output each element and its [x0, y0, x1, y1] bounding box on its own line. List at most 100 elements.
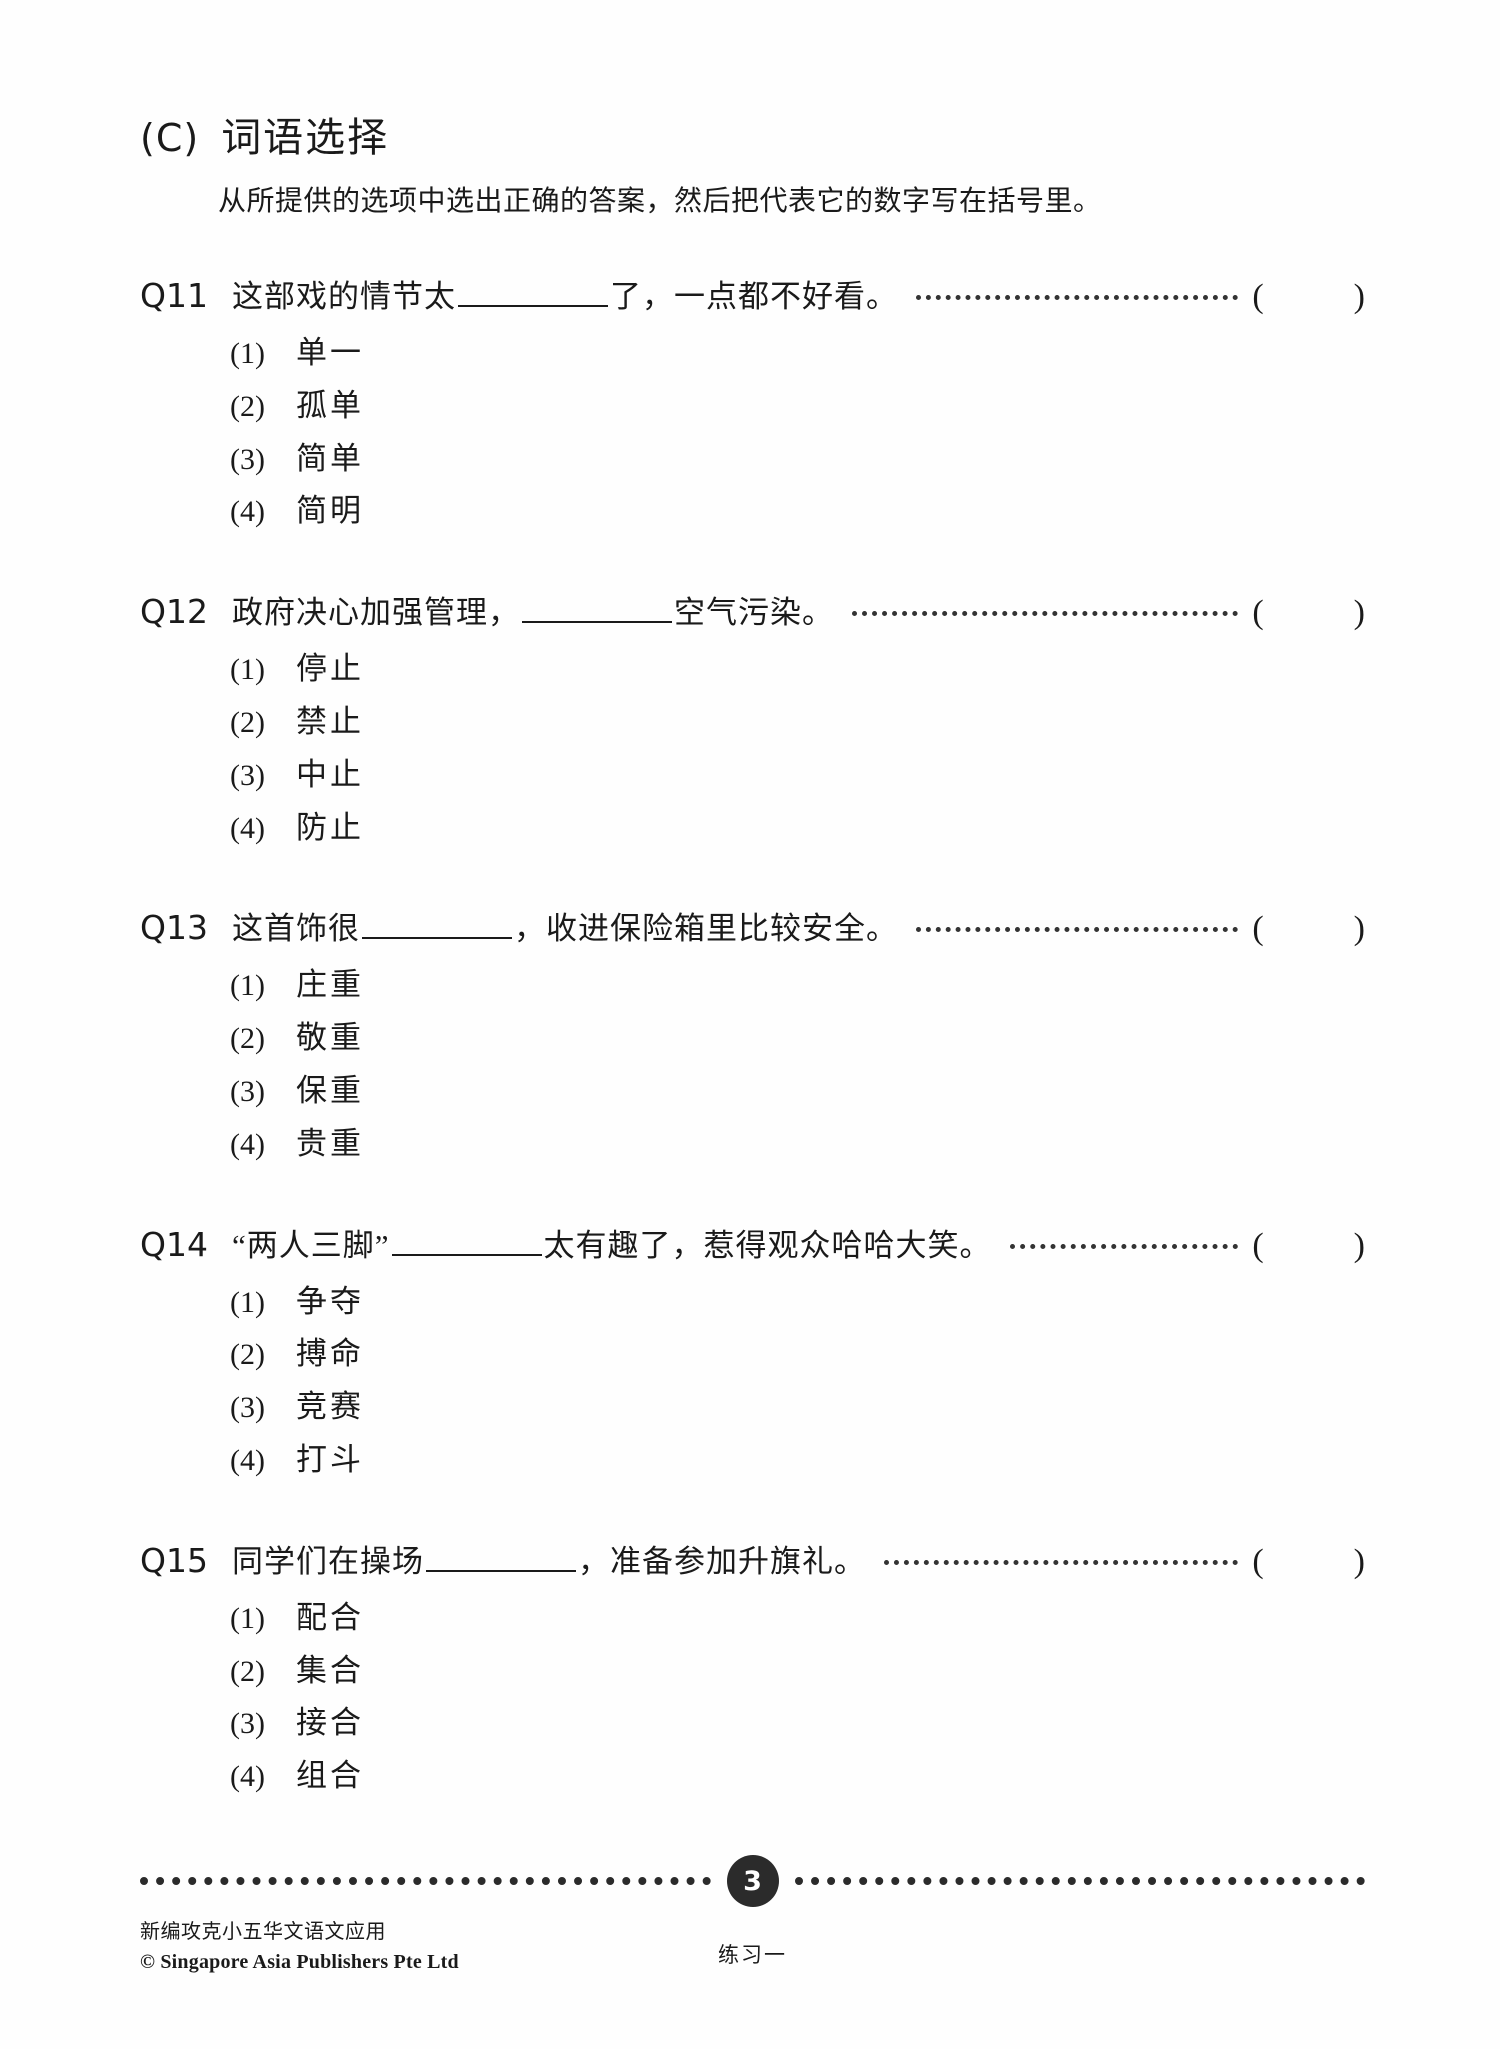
- section-header: (C) 词语选择: [140, 105, 1365, 163]
- option-text: 简明: [296, 493, 364, 529]
- footer-left: 新编攻克小五华文语文应用 © Singapore Asia Publishers…: [140, 1917, 459, 1977]
- answer-blank[interactable]: [391, 1226, 542, 1256]
- option-text: 搏命: [296, 1336, 364, 1372]
- question-number: Q11: [140, 276, 208, 315]
- question-line: Q14 “两人三脚” 太有趣了，惹得观众哈哈大笑。 ( ): [140, 1220, 1365, 1265]
- option-row[interactable]: (4) 组合: [230, 1755, 1365, 1798]
- option-row[interactable]: (3) 竞赛: [230, 1386, 1365, 1429]
- option-label: (3): [230, 758, 265, 792]
- answer-paren-close[interactable]: ): [1353, 1542, 1365, 1580]
- answer-paren-close[interactable]: ): [1353, 1226, 1365, 1264]
- option-row[interactable]: (2) 集合: [230, 1650, 1365, 1693]
- page-footer: 3 新编攻克小五华文语文应用 © Singapore Asia Publishe…: [140, 1855, 1365, 1977]
- option-text: 组合: [296, 1758, 364, 1794]
- option-row[interactable]: (4) 打斗: [230, 1439, 1365, 1482]
- exercise-label: 练习一: [718, 1943, 787, 1967]
- answer-paren-open: (: [1252, 910, 1264, 948]
- option-row[interactable]: (2) 孤单: [230, 385, 1365, 428]
- answer-blank[interactable]: [362, 909, 512, 940]
- option-label: (2): [230, 1654, 265, 1688]
- answer-paren-open: (: [1252, 594, 1264, 632]
- copyright-notice: © Singapore Asia Publishers Pte Ltd: [140, 1951, 459, 1973]
- question-block: Q11 这部戏的情节太 了，一点都不好看。 ( ) (1) 单一 (2) 孤单: [140, 271, 1365, 533]
- question-text-after: ，收进保险箱里比较安全。: [514, 911, 898, 947]
- options-list: (1) 争夺 (2) 搏命 (3) 竞赛 (4) 打斗: [230, 1281, 1365, 1482]
- question-block: Q15 同学们在操场 ，准备参加升旗礼。 ( ) (1) 配合 (2) 集合: [140, 1536, 1365, 1798]
- book-title: 新编攻克小五华文语文应用: [140, 1921, 386, 1943]
- footer-bottom: 新编攻克小五华文语文应用 © Singapore Asia Publishers…: [140, 1917, 1365, 1977]
- option-label: (4): [230, 811, 265, 845]
- option-row[interactable]: (4) 贵重: [230, 1123, 1365, 1166]
- option-row[interactable]: (3) 简单: [230, 438, 1365, 481]
- answer-paren-open: (: [1252, 1226, 1264, 1264]
- answer-blank[interactable]: [426, 1542, 576, 1572]
- option-row[interactable]: (1) 配合: [230, 1597, 1365, 1640]
- page-content: (C) 词语选择 从所提供的选项中选出正确的答案，然后把代表它的数字写在括号里。…: [140, 105, 1365, 1852]
- option-text: 防止: [296, 809, 364, 845]
- option-text: 配合: [296, 1599, 364, 1635]
- option-label: (2): [230, 1022, 265, 1056]
- options-list: (1) 庄重 (2) 敬重 (3) 保重 (4) 贵重: [230, 964, 1365, 1165]
- option-text: 禁止: [296, 703, 364, 739]
- option-label: (3): [230, 1707, 265, 1741]
- leader-dots: [1009, 1243, 1239, 1249]
- option-row[interactable]: (2) 搏命: [230, 1333, 1365, 1376]
- option-text: 简单: [296, 440, 364, 476]
- question-text-before: 同学们在操场: [232, 1543, 424, 1579]
- question-line: Q13 这首饰很 ，收进保险箱里比较安全。 ( ): [140, 903, 1365, 948]
- option-label: (3): [230, 1391, 265, 1425]
- option-text: 保重: [296, 1072, 364, 1108]
- option-row[interactable]: (4) 简明: [230, 490, 1365, 533]
- option-text: 中止: [296, 756, 364, 792]
- answer-blank[interactable]: [522, 593, 672, 624]
- question-text-after: ，准备参加升旗礼。: [578, 1543, 866, 1579]
- questions-list: Q11 这部戏的情节太 了，一点都不好看。 ( ) (1) 单一 (2) 孤单: [140, 271, 1365, 1798]
- question-text-after: 太有趣了，惹得观众哈哈大笑。: [543, 1227, 992, 1263]
- option-row[interactable]: (1) 单一: [230, 332, 1365, 375]
- question-number: Q13: [140, 908, 208, 948]
- question-text-before: 政府决心加强管理，: [232, 595, 520, 631]
- option-row[interactable]: (3) 保重: [230, 1070, 1365, 1113]
- leader-dots: [884, 1559, 1239, 1565]
- footer-dots-left: [140, 1877, 711, 1885]
- option-text: 停止: [296, 651, 364, 687]
- option-row[interactable]: (2) 禁止: [230, 701, 1365, 744]
- answer-paren-close[interactable]: ): [1353, 278, 1365, 315]
- option-label: (4): [230, 495, 265, 529]
- option-row[interactable]: (3) 接合: [230, 1702, 1365, 1745]
- options-list: (1) 停止 (2) 禁止 (3) 中止 (4) 防止: [230, 648, 1365, 849]
- option-label: (3): [230, 1074, 265, 1108]
- option-label: (1): [230, 1285, 265, 1319]
- option-row[interactable]: (2) 敬重: [230, 1017, 1365, 1060]
- answer-paren-close[interactable]: ): [1353, 594, 1365, 632]
- answer-blank[interactable]: [458, 277, 608, 307]
- option-text: 庄重: [296, 967, 364, 1003]
- option-row[interactable]: (1) 庄重: [230, 964, 1365, 1007]
- leader-dots: [916, 295, 1239, 300]
- footer-rule: 3: [140, 1855, 1365, 1907]
- question-text-after: 空气污染。: [674, 595, 834, 631]
- option-text: 接合: [296, 1705, 364, 1741]
- answer-paren-close[interactable]: ): [1353, 910, 1365, 948]
- question-number: Q14: [140, 1224, 208, 1264]
- section-title: 词语选择: [221, 115, 390, 161]
- question-text-after: 了，一点都不好看。: [610, 279, 898, 314]
- question-line: Q12 政府决心加强管理， 空气污染。 ( ): [140, 587, 1365, 632]
- option-text: 敬重: [296, 1020, 364, 1056]
- question-line: Q11 这部戏的情节太 了，一点都不好看。 ( ): [140, 271, 1365, 316]
- option-row[interactable]: (1) 争夺: [230, 1281, 1365, 1324]
- options-list: (1) 配合 (2) 集合 (3) 接合 (4) 组合: [230, 1597, 1365, 1798]
- option-label: (1): [230, 653, 265, 687]
- option-label: (4): [230, 1127, 265, 1161]
- leader-dots: [852, 611, 1239, 617]
- footer-dots-right: [794, 1877, 1365, 1885]
- option-row[interactable]: (4) 防止: [230, 807, 1365, 850]
- option-row[interactable]: (1) 停止: [230, 648, 1365, 691]
- question-block: Q13 这首饰很 ，收进保险箱里比较安全。 ( ) (1) 庄重 (2) 敬重: [140, 903, 1365, 1165]
- answer-paren-open: (: [1252, 278, 1264, 315]
- option-row[interactable]: (3) 中止: [230, 754, 1365, 797]
- question-block: Q14 “两人三脚” 太有趣了，惹得观众哈哈大笑。 ( ) (1) 争夺 (2): [140, 1220, 1365, 1482]
- option-text: 竞赛: [296, 1389, 364, 1425]
- option-label: (3): [230, 442, 265, 476]
